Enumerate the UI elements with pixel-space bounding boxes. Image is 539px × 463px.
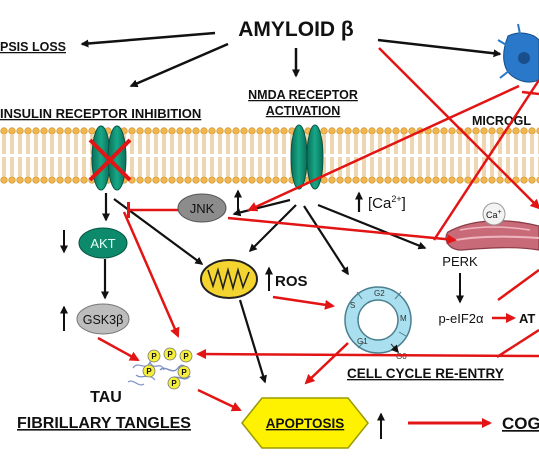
phosphate-group-5: P <box>167 376 181 390</box>
svg-text:P: P <box>171 379 177 388</box>
phase-g1: G1 <box>357 337 368 346</box>
synapsis-loss-label: PSIS LOSS <box>0 40 66 54</box>
phosphate-group-2: P <box>163 347 177 361</box>
amyloid-beta-title: AMYLOID β <box>238 18 354 41</box>
ca-label: [Ca <box>368 195 392 212</box>
er-ca-superscript: + <box>498 209 502 216</box>
insulin-receptor-label: INSULIN RECEPTOR INHIBITION <box>0 106 201 121</box>
cell-membrane <box>0 127 539 184</box>
nmda-label-1: NMDA RECEPTOR <box>248 88 358 102</box>
nmda-receptor <box>290 124 324 190</box>
phase-g2: G2 <box>374 289 385 298</box>
phosphate-group-6: P <box>177 365 191 379</box>
jnk-node: JNK <box>177 193 227 223</box>
amyloid-arrows <box>80 31 502 88</box>
svg-text:GSK3β: GSK3β <box>83 313 124 327</box>
endoplasmic-reticulum-icon: Ca+ <box>445 202 539 251</box>
cell-cycle-reentry-label: CELL CYCLE RE-ENTRY <box>347 366 504 381</box>
svg-text:P: P <box>146 367 152 376</box>
microglia-cell-icon <box>497 23 539 83</box>
mitochondrion-icon <box>200 259 258 299</box>
nmda-label-2: ACTIVATION <box>266 104 341 118</box>
inhibition-cross-icon <box>88 138 132 182</box>
svg-text:P: P <box>181 368 187 377</box>
gsk3b-node: GSK3β <box>76 303 130 335</box>
phase-g0: G0 <box>396 352 407 361</box>
phase-s: S <box>350 301 355 310</box>
jnk-label: JNK <box>190 201 215 216</box>
ca-superscript: 2+ <box>391 194 401 204</box>
svg-text:[Ca2+]: [Ca2+] <box>368 194 406 212</box>
cell-cycle-icon: S G2 M G1 G0 <box>344 286 412 361</box>
cognition-label: COG <box>502 414 539 433</box>
ca-close: ] <box>402 195 406 212</box>
gsk3-beta: β <box>116 313 123 327</box>
akt-label: AKT <box>90 236 115 251</box>
akt-node: AKT <box>78 227 128 259</box>
perk-label: PERK <box>442 254 478 269</box>
er-ca-label: Ca <box>486 210 498 220</box>
ros-label: ROS <box>275 273 308 290</box>
calcium-increase: [Ca2+] <box>355 191 406 212</box>
svg-text:P: P <box>151 352 157 361</box>
microglia-label: MICROGL <box>472 114 531 128</box>
tau-label-line1: TAU <box>90 389 122 406</box>
phosphate-group-1: P <box>147 349 161 363</box>
svg-text:P: P <box>167 350 173 359</box>
red-pathway-arrows <box>97 47 539 412</box>
black-pathway-arrows <box>101 193 427 384</box>
apoptosis-node: APOPTOSIS <box>241 397 369 449</box>
svg-text:P: P <box>183 352 189 361</box>
svg-text:Ca+: Ca+ <box>486 209 502 220</box>
apoptosis-label: APOPTOSIS <box>266 416 345 431</box>
peif2a-label: p-eIF2α <box>438 311 484 326</box>
tau-label-line2: FIBRILLARY TANGLES <box>17 415 191 432</box>
phase-m: M <box>400 314 407 323</box>
phosphate-group-4: P <box>142 364 156 378</box>
phosphate-group-3: P <box>179 349 193 363</box>
gsk3-label: GSK3 <box>83 313 116 327</box>
atf-label: AT <box>519 311 535 326</box>
